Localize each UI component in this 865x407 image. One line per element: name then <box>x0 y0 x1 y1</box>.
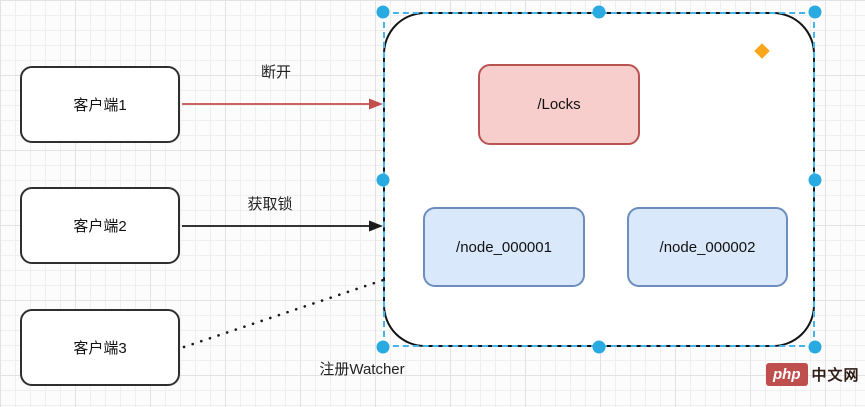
znode-000002-label: /node_000002 <box>659 238 756 256</box>
client2-node[interactable]: 客户端2 <box>20 187 180 264</box>
selection-handle-top-right[interactable] <box>808 5 822 19</box>
edge-label-acquire-lock[interactable]: 获取锁 <box>247 196 293 213</box>
selection-handle-top-middle[interactable] <box>592 5 606 19</box>
zookeeper-container-shape[interactable] <box>383 12 815 347</box>
selection-handle-bottom-left[interactable] <box>376 340 390 354</box>
locks-node[interactable]: /Locks <box>478 64 640 145</box>
watermark-site-text: 中文网 <box>811 367 860 384</box>
watermark: php 中文网 <box>766 363 860 386</box>
selection-handle-bottom-right[interactable] <box>808 340 822 354</box>
znode-000002[interactable]: /node_000002 <box>627 207 788 287</box>
znode-000001[interactable]: /node_000001 <box>423 207 585 287</box>
selection-handle-middle-left[interactable] <box>376 173 390 187</box>
selection-handle-middle-right[interactable] <box>808 173 822 187</box>
selection-handle-top-left[interactable] <box>376 5 390 19</box>
client3-label: 客户端3 <box>73 340 127 357</box>
client3-node[interactable]: 客户端3 <box>20 309 180 386</box>
watermark-php-badge: php <box>766 363 808 386</box>
client1-label: 客户端1 <box>73 97 127 114</box>
edge-acquire-lock-arrowhead[interactable] <box>369 220 383 232</box>
selection-handle-bottom-middle[interactable] <box>592 340 606 354</box>
client1-node[interactable]: 客户端1 <box>20 66 180 143</box>
edge-label-register-watcher[interactable]: 注册Watcher <box>319 361 405 378</box>
edge-disconnect-arrowhead[interactable] <box>369 98 383 110</box>
znode-000001-label: /node_000001 <box>456 238 552 256</box>
client2-label: 客户端2 <box>73 218 127 235</box>
locks-label: /Locks <box>537 96 581 113</box>
edge-label-disconnect[interactable]: 断开 <box>260 64 291 81</box>
